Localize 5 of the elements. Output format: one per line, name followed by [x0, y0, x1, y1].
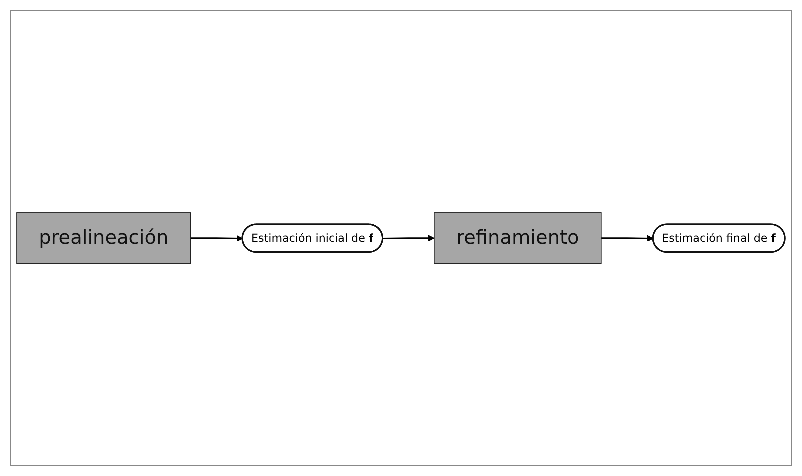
arrow	[601, 235, 654, 242]
arrow	[383, 234, 435, 242]
node-box: refinamiento	[434, 212, 602, 264]
arrow	[190, 235, 244, 242]
node-box: prealineación	[16, 212, 192, 264]
